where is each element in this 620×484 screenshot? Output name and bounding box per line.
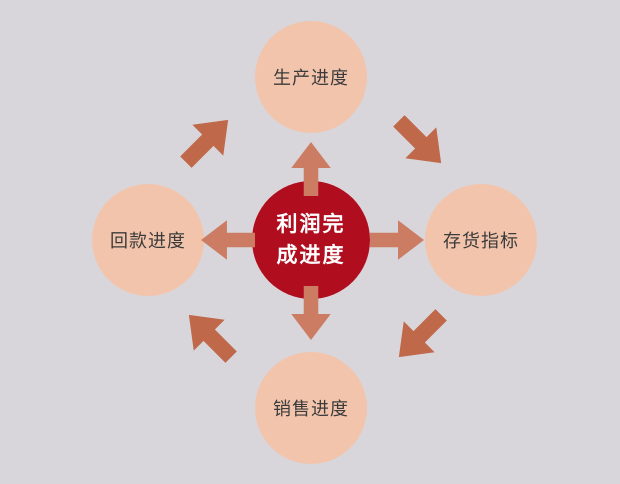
- circle-inventory-indicator-label: 存货指标: [443, 231, 519, 251]
- arrow-down-icon: [290, 286, 332, 340]
- arrow-down-right-icon: [383, 105, 458, 180]
- arrow-down-left-icon: [383, 299, 458, 374]
- arrow-left-icon: [201, 219, 255, 261]
- circle-profit-completion-center: 利润完 成进度: [252, 181, 370, 299]
- circle-collection-progress-label: 回款进度: [110, 231, 186, 251]
- arrow-right-icon: [370, 219, 424, 261]
- circle-production-progress: 生产进度: [255, 21, 367, 133]
- center-label-line1: 利润完: [276, 212, 346, 236]
- circle-collection-progress: 回款进度: [92, 184, 204, 296]
- circle-production-progress-label: 生产进度: [273, 68, 349, 88]
- circle-sales-progress-label: 销售进度: [273, 399, 349, 419]
- arrow-up-left-icon: [173, 299, 248, 374]
- center-label-line2: 成进度: [276, 244, 346, 267]
- circle-sales-progress: 销售进度: [255, 352, 367, 464]
- arrow-up-right-icon: [170, 104, 245, 179]
- circle-inventory-indicator: 存货指标: [425, 184, 537, 296]
- arrow-up-icon: [290, 142, 332, 196]
